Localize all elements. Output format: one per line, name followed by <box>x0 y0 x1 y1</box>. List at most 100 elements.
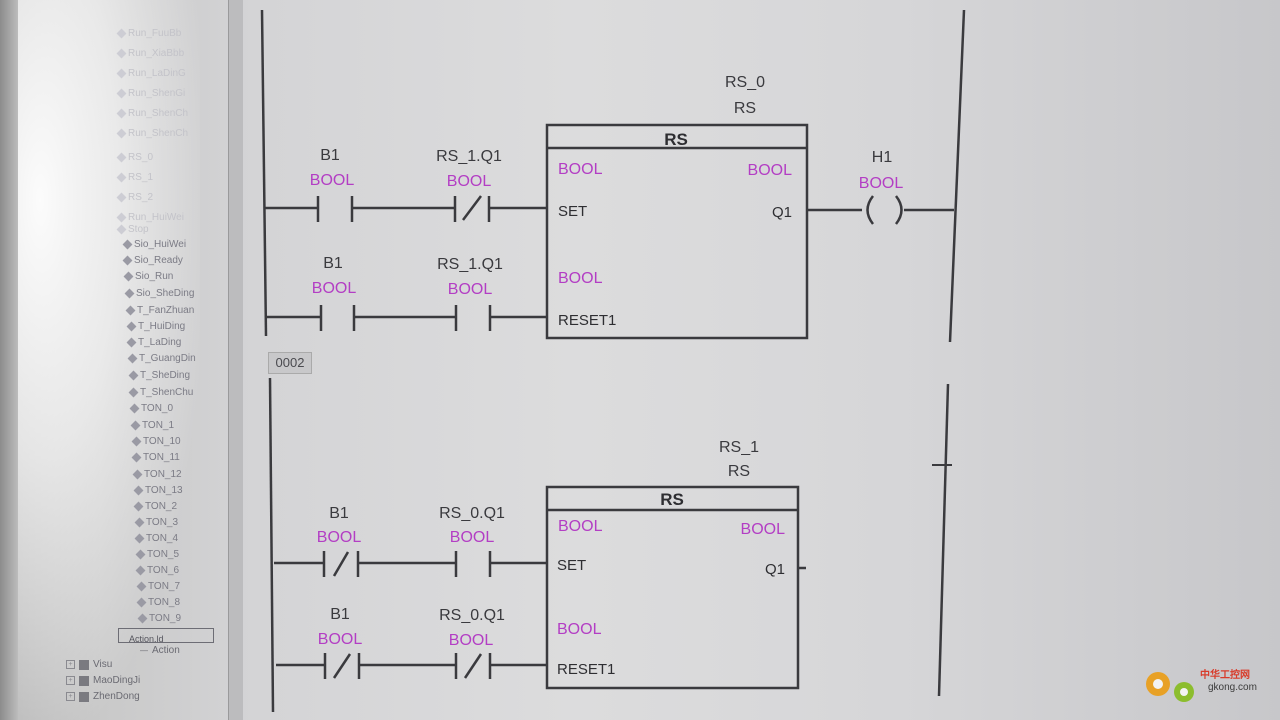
tree-item[interactable]: Sio_Ready <box>122 255 183 266</box>
rs-block-box <box>545 123 809 340</box>
tree-item[interactable]: RS_1 <box>116 172 153 183</box>
block-type-name: RS <box>734 100 756 117</box>
input-pin-reset: RESET1 <box>557 661 615 678</box>
tree-item[interactable]: T_GuangDin <box>127 353 196 364</box>
tree-item[interactable]: Run_ShenGi <box>116 88 185 99</box>
input-pin-set: SET <box>558 203 587 220</box>
tree-item[interactable]: T_FanZhuan <box>125 305 194 316</box>
output-type: BOOL <box>748 162 793 179</box>
rs-block-box-2 <box>545 485 800 690</box>
gkong-logo-icon <box>1146 672 1194 702</box>
tree-item[interactable]: T_LaDing <box>126 337 181 348</box>
tree-item[interactable]: RS_2 <box>116 192 153 203</box>
left-power-rail <box>260 9 268 337</box>
input-type: BOOL <box>557 621 602 638</box>
contact-name[interactable]: RS_0.Q1 <box>439 505 505 522</box>
tree-item[interactable]: T_ShenChu <box>128 387 193 398</box>
coil-right <box>894 195 903 225</box>
block-type-name: RS <box>728 463 750 480</box>
tree-folder[interactable]: +Visu <box>66 659 112 670</box>
contact-type: BOOL <box>310 172 355 189</box>
tree-folder[interactable]: +MaoDingJi <box>66 675 140 686</box>
input-pin-set: SET <box>557 557 586 574</box>
tree-item[interactable]: Run_FuuBb <box>116 28 181 39</box>
coil-name[interactable]: H1 <box>872 149 893 166</box>
contact-type: BOOL <box>317 529 362 546</box>
tree-folder[interactable]: +ZhenDong <box>66 691 140 702</box>
tree-item-action[interactable]: —Action <box>140 645 180 656</box>
tree-item[interactable]: Sio_HuiWei <box>122 239 186 250</box>
folder-icon <box>79 659 89 670</box>
input-type: BOOL <box>558 270 603 287</box>
contact-name[interactable]: B1 <box>320 147 340 164</box>
input-pin-reset: RESET1 <box>558 312 616 329</box>
block-title: RS <box>664 130 688 149</box>
output-pin: Q1 <box>765 561 785 578</box>
tree-item[interactable]: TON_1 <box>130 420 174 431</box>
contact-name[interactable]: RS_1.Q1 <box>436 148 502 165</box>
tree-item[interactable]: TON_10 <box>131 436 181 447</box>
expand-icon[interactable]: + <box>66 660 75 669</box>
tree-item[interactable]: TON_9 <box>137 613 181 624</box>
watermark-name: 中华工控网 <box>1200 670 1250 681</box>
input-type: BOOL <box>558 161 603 178</box>
contact-type: BOOL <box>448 281 493 298</box>
tree-item[interactable]: TON_3 <box>134 517 178 528</box>
rung-number[interactable]: 0002 <box>268 352 312 374</box>
contact-type: BOOL <box>318 631 363 648</box>
tree-item[interactable]: T_SheDing <box>128 370 190 381</box>
tree-item[interactable]: Run_ShenCh <box>116 128 188 139</box>
contact-type: BOOL <box>450 529 495 546</box>
tree-item[interactable]: Sio_SheDing <box>124 288 194 299</box>
expand-icon[interactable]: + <box>66 692 75 701</box>
contact-name[interactable]: RS_0.Q1 <box>439 607 505 624</box>
tree-item[interactable]: TON_13 <box>133 485 183 496</box>
contact-name[interactable]: B1 <box>329 505 349 522</box>
tree-item[interactable]: Run_HuiWei <box>116 212 184 223</box>
folder-icon <box>79 675 89 686</box>
tree-item[interactable]: Run_XiaBbb <box>116 48 184 59</box>
watermark-url: gkong.com <box>1208 682 1257 693</box>
tree-item[interactable]: Run_ShenCh <box>116 108 188 119</box>
tree-item[interactable]: TON_12 <box>132 469 182 480</box>
monitor-bezel <box>0 0 18 720</box>
tree-item[interactable]: TON_6 <box>135 565 179 576</box>
right-power-rail-2 <box>937 383 950 697</box>
tree-item[interactable]: Sio_Run <box>123 271 173 282</box>
tree-item[interactable]: RS_0 <box>116 152 153 163</box>
tree-item[interactable]: TON_0 <box>129 403 173 414</box>
left-power-rail-2 <box>268 377 275 713</box>
contact-type: BOOL <box>449 632 494 649</box>
coil-type: BOOL <box>859 175 904 192</box>
tree-item[interactable]: TON_2 <box>133 501 177 512</box>
coil-left <box>866 195 875 225</box>
block-title: RS <box>660 490 684 509</box>
tree-item-selected[interactable]: Action.ld <box>118 628 214 644</box>
project-tree[interactable]: Run_FuuBb Run_XiaBbb Run_LaDinG Run_Shen… <box>40 0 230 720</box>
tree-item[interactable]: TON_7 <box>136 581 180 592</box>
expand-icon[interactable]: + <box>66 676 75 685</box>
folder-icon <box>79 691 89 702</box>
output-pin: Q1 <box>772 204 792 221</box>
block-instance-name[interactable]: RS_1 <box>719 439 759 456</box>
contact-name[interactable]: RS_1.Q1 <box>437 256 503 273</box>
contact-name[interactable]: B1 <box>330 606 350 623</box>
tree-item[interactable]: TON_11 <box>131 452 180 463</box>
tree-item[interactable]: Run_LaDinG <box>116 68 186 79</box>
tree-item[interactable]: Stop <box>116 224 149 235</box>
tree-item[interactable]: TON_4 <box>134 533 178 544</box>
negated-contact-slash <box>462 195 482 221</box>
contact-name[interactable]: B1 <box>323 255 343 272</box>
contact-type: BOOL <box>447 173 492 190</box>
output-type: BOOL <box>741 521 786 538</box>
right-power-rail <box>948 9 966 343</box>
contact-type: BOOL <box>312 280 357 297</box>
input-type: BOOL <box>558 518 603 535</box>
action-icon: — <box>140 646 148 655</box>
panel-splitter[interactable] <box>228 0 243 720</box>
block-instance-name[interactable]: RS_0 <box>725 74 765 91</box>
tree-item[interactable]: TON_5 <box>135 549 179 560</box>
tree-item[interactable]: T_HuiDing <box>126 321 185 332</box>
tree-item[interactable]: TON_8 <box>136 597 180 608</box>
